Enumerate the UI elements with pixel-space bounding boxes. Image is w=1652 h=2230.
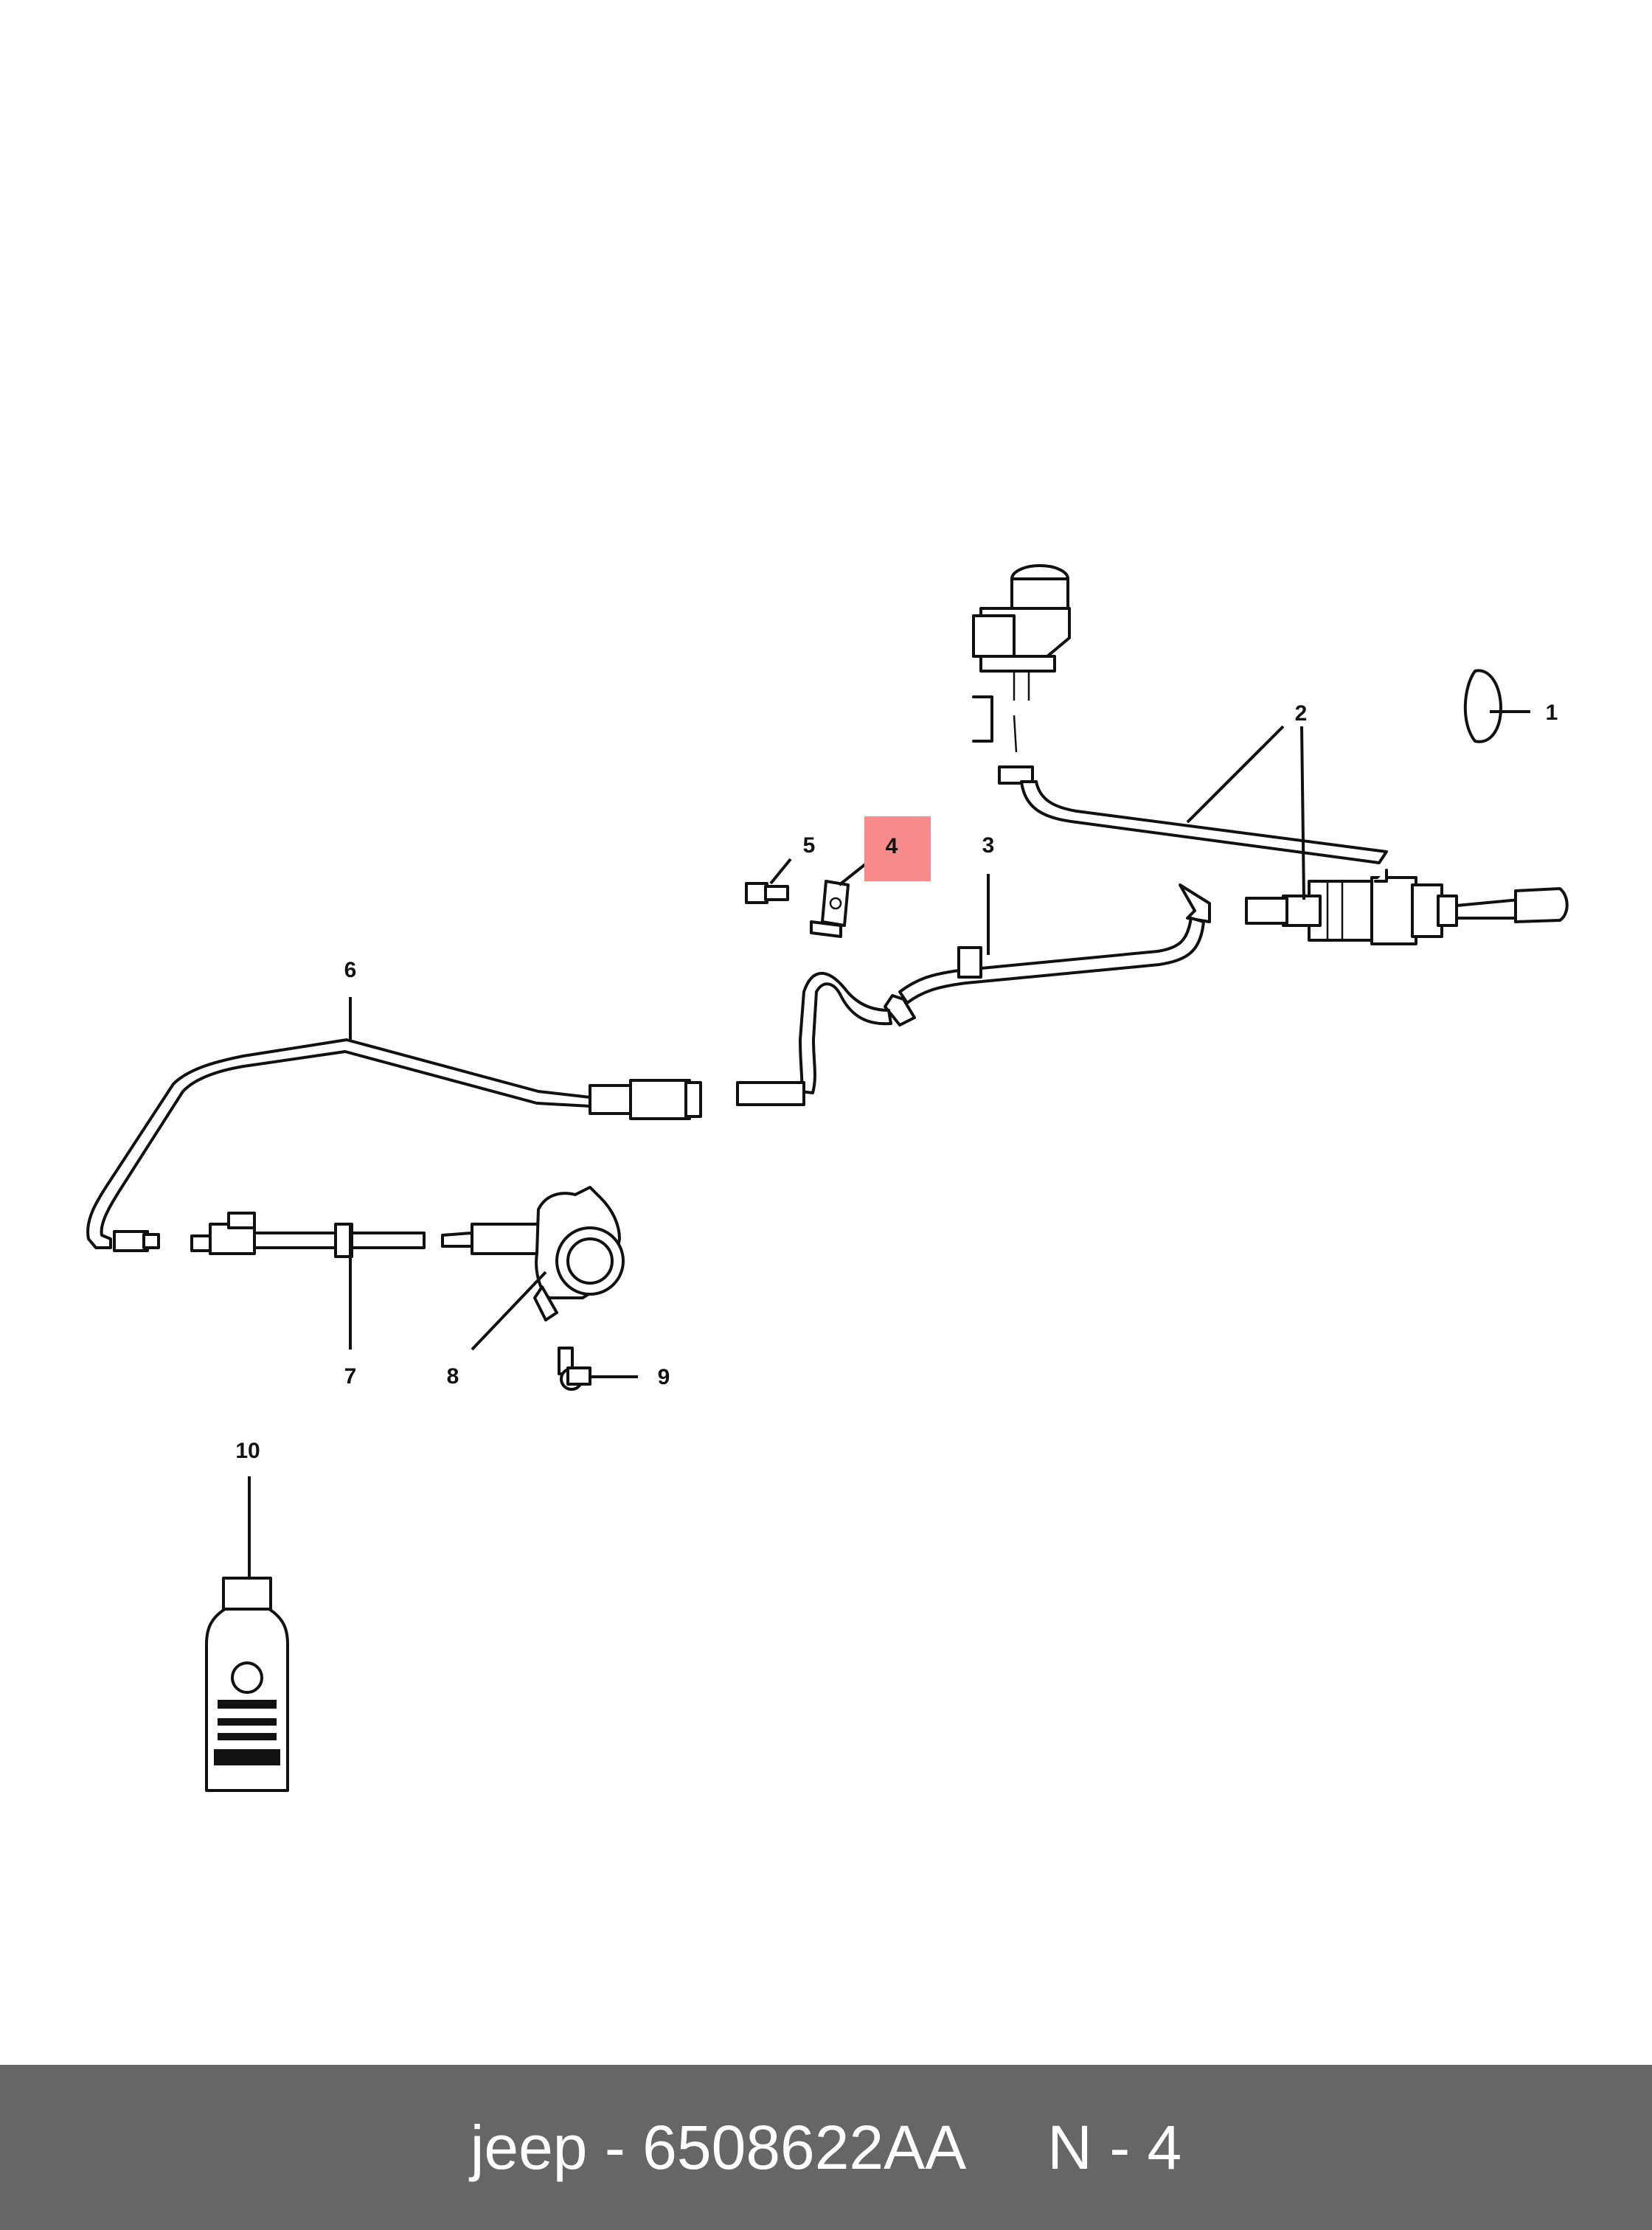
callout-6: 6: [344, 958, 357, 982]
part-2-master-cylinder: [972, 564, 1569, 945]
part-8-slave-cylinder: [441, 1186, 625, 1321]
callout-10: 10: [235, 1439, 260, 1463]
callout-7: 7: [344, 1364, 357, 1389]
callout-2: 2: [1295, 701, 1308, 726]
leader-lines: [248, 710, 1530, 1578]
callout-3: 3: [982, 833, 995, 858]
part-1-cap: [1463, 669, 1502, 743]
part-10-fluid-bottle: [205, 1577, 289, 1792]
callout-5: 5: [803, 833, 816, 858]
footer-ref: N - 4: [1047, 2112, 1182, 2182]
callout-1: 1: [1546, 701, 1558, 725]
part-9-bolt: [558, 1347, 591, 1391]
highlight-box: [864, 816, 931, 881]
callout-4: 4: [886, 834, 898, 858]
part-3-hydraulic-line: [736, 883, 1211, 1106]
part-5-bolt: [745, 882, 789, 904]
part-6-hydraulic-line: [86, 1038, 702, 1252]
part-7-fitting: [190, 1212, 426, 1258]
footer-bar: jeep - 6508622AA N - 4: [0, 2065, 1652, 2230]
callout-9: 9: [658, 1365, 670, 1389]
part-4-bracket: [810, 880, 850, 938]
footer-brand-part: jeep - 6508622AA: [470, 2112, 967, 2182]
callout-8: 8: [447, 1364, 459, 1389]
parts-diagram: 1 2 3 4 5 6 7 8 9 10: [86, 564, 1569, 1792]
